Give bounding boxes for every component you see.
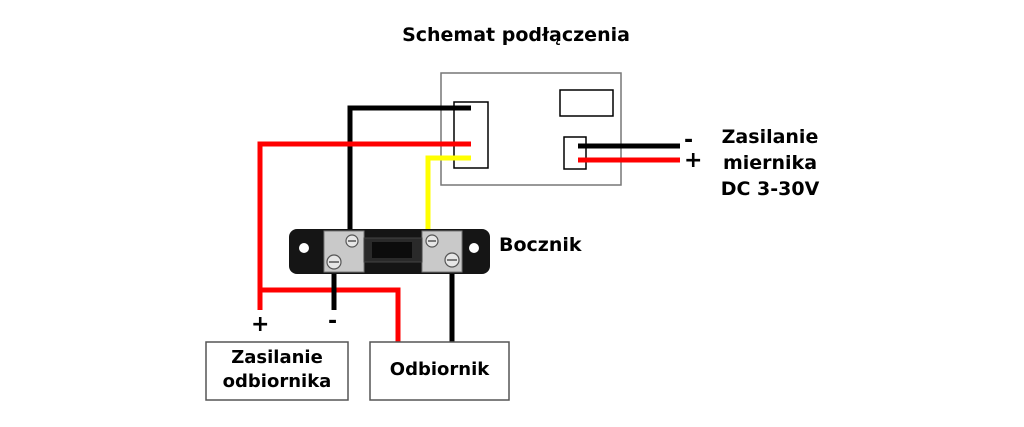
meter-power-connector xyxy=(563,136,587,170)
shunt-resistor-slot xyxy=(372,242,412,258)
load-supply-line: Zasilanie xyxy=(231,347,323,368)
load-box xyxy=(369,341,510,401)
shunt-label: Bocznik xyxy=(499,234,582,256)
meter-black-wire xyxy=(347,105,471,232)
load-supply-line: odbiornika xyxy=(222,371,332,392)
shunt-mount-hole-right xyxy=(469,243,479,253)
meter-supply-line: miernika xyxy=(722,152,818,174)
meter-supply-line: Zasilanie xyxy=(721,126,819,148)
load-supply-box xyxy=(205,341,349,401)
diagram-title: Schemat podłączenia xyxy=(402,24,630,46)
load-supply-minus-sign: - xyxy=(328,309,338,334)
meter-supply-line: DC 3-30V xyxy=(720,178,820,200)
meter-supply-plus-sign: + xyxy=(684,148,703,173)
meter-supply-label: Zasilanie miernika DC 3-30V xyxy=(712,124,828,202)
load-supply-label: Zasilanie odbiornika xyxy=(206,346,348,394)
load-supply-plus-sign: + xyxy=(251,312,270,337)
meter-display-window xyxy=(559,89,614,117)
shunt-mount-hole-left xyxy=(299,243,309,253)
shunt xyxy=(289,229,490,274)
meter-yellow-wire xyxy=(425,155,471,235)
meter-supply-minus-sign: - xyxy=(684,128,694,153)
load-label: Odbiornik xyxy=(389,359,490,380)
